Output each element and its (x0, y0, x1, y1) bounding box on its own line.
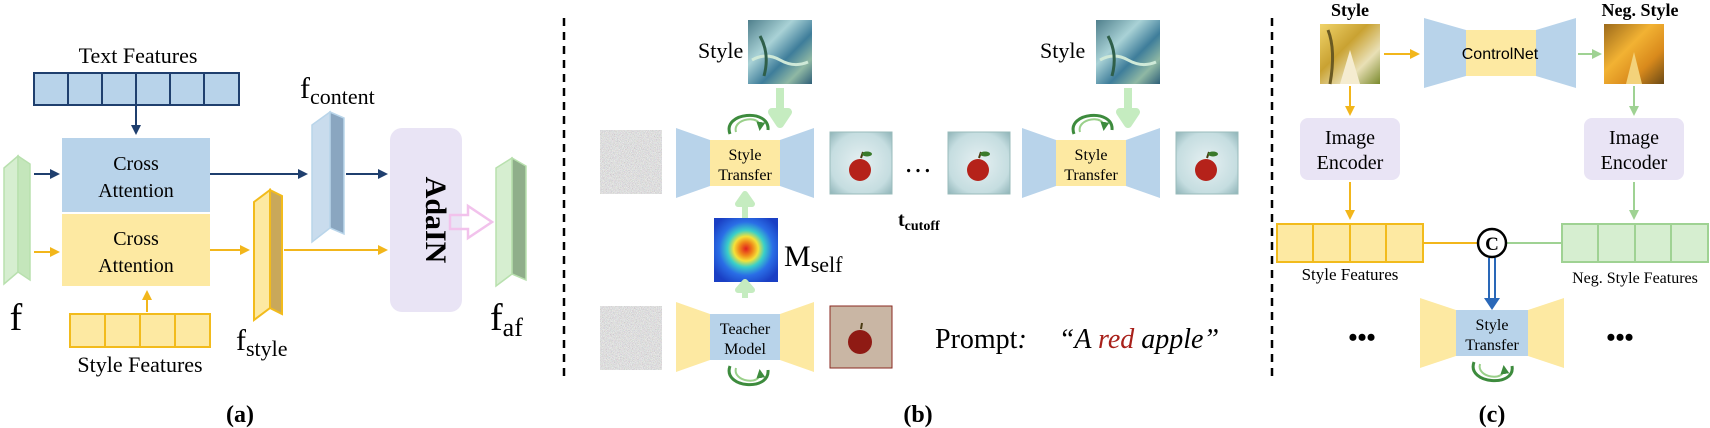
ellipsis-b: … (904, 148, 932, 179)
pink-arrow (448, 203, 495, 241)
neg-style-features-label: Neg. Style Features (1572, 270, 1698, 287)
f-style-block (253, 188, 283, 322)
f-content-block (311, 110, 345, 244)
style-image-1 (748, 20, 812, 84)
loop-arrow-st-c-inner (1478, 363, 1510, 378)
style-label-1: Style (698, 38, 743, 63)
apple-painting-3 (1175, 131, 1239, 195)
panel-c: Style ControlNet Neg. Style Image Encode… (1276, 0, 1709, 428)
loop-arrow-st1-inner (734, 118, 766, 133)
loop-arrow-teacher (727, 365, 770, 386)
loop-arrow-st-c (1471, 361, 1514, 382)
apple-photo (829, 305, 893, 369)
cross-attention-top-line2: Attention (98, 180, 174, 202)
f-content-label: fcontent (300, 72, 375, 109)
controlnet: ControlNet (1424, 18, 1576, 88)
style-transfer-2-line2: Transfer (1064, 167, 1118, 184)
apple-painting-2 (947, 131, 1011, 195)
cross-attention-top: Cross Attention (62, 138, 210, 212)
adain-label: AdaIN (419, 177, 452, 264)
panel-b: Style Style Transfer … (600, 20, 1239, 428)
f-feature-block (3, 154, 31, 286)
panel-a: Text Features Cross Attention Cross Atte… (3, 43, 527, 428)
style-transfer-c-line2: Transfer (1465, 337, 1519, 354)
controlnet-label: ControlNet (1462, 46, 1539, 63)
image-encoder-right: Image Encoder (1584, 118, 1684, 180)
f-style-label: fstyle (236, 324, 288, 361)
style-label-2: Style (1040, 38, 1085, 63)
concat-label: C (1485, 234, 1499, 255)
style-transfer-c: Style Transfer (1420, 298, 1564, 368)
caption-c: (c) (1479, 402, 1506, 428)
text-features-label: Text Features (79, 43, 198, 68)
style-features-bar (69, 313, 211, 348)
cross-attention-top-line1: Cross (113, 153, 159, 175)
teacher-model: Teacher Model (676, 302, 814, 372)
prompt-text: Prompt:“A red apple” (935, 324, 1219, 355)
style-transfer-c-line1: Style (1476, 317, 1509, 334)
caption-b: (b) (903, 402, 932, 428)
neg-style-title: Neg. Style (1602, 0, 1679, 20)
style-down-arrow-2 (1116, 88, 1140, 128)
image-encoder-left: Image Encoder (1300, 118, 1400, 180)
f-af-label: faf (490, 297, 523, 342)
m-self-label: Mself (784, 240, 843, 277)
neg-style-image (1604, 24, 1664, 84)
style-transfer-1-line1: Style (729, 147, 762, 164)
image-encoder-right-line1: Image (1609, 127, 1659, 149)
f-af-block (495, 156, 527, 288)
image-encoder-right-line2: Encoder (1601, 152, 1668, 174)
ellipsis-c-right: ••• (1606, 323, 1633, 352)
teacher-model-line1: Teacher (720, 321, 771, 338)
f-label: f (10, 297, 23, 339)
cross-attention-bottom-line1: Cross (113, 228, 159, 250)
style-image-c (1320, 24, 1380, 85)
adain-block: AdaIN (390, 128, 462, 312)
teacher-model-line2: Model (724, 341, 766, 358)
teacher-up-arrow (735, 279, 755, 298)
style-features-label: Style Features (77, 352, 202, 377)
concat-down-arrow (1484, 258, 1500, 310)
style-transfer-1: Style Transfer (676, 128, 814, 198)
neg-style-features (1561, 223, 1709, 263)
t-cutoff-label: tcutoff (898, 209, 940, 234)
style-title: Style (1331, 0, 1369, 20)
style-image-2 (1096, 20, 1160, 84)
image-encoder-left-line2: Encoder (1317, 152, 1384, 174)
style-features-c-label: Style Features (1302, 265, 1399, 284)
loop-arrow-st1 (727, 114, 770, 135)
style-transfer-2: Style Transfer (1022, 128, 1160, 198)
cross-attention-bottom-line2: Attention (98, 255, 174, 277)
m-self-heatmap (714, 218, 778, 282)
mself-up-arrow (735, 191, 755, 222)
style-transfer-1-line2: Transfer (718, 167, 772, 184)
concat-node: C (1476, 227, 1508, 259)
style-down-arrow-1 (768, 88, 792, 128)
noise-image-1 (600, 130, 662, 194)
loop-arrow-st2-inner (1078, 118, 1110, 133)
ellipsis-c-left: ••• (1348, 323, 1375, 352)
loop-arrow-st2 (1071, 114, 1114, 135)
style-transfer-2-line1: Style (1075, 147, 1108, 164)
text-features-bar (33, 72, 240, 106)
style-features-c (1276, 223, 1424, 263)
caption-a: (a) (226, 402, 254, 428)
noise-image-2 (600, 306, 662, 370)
image-encoder-left-line1: Image (1325, 127, 1375, 149)
cross-attention-bottom: Cross Attention (62, 214, 210, 286)
loop-arrow-teacher-inner (734, 367, 766, 382)
apple-painting-1 (829, 131, 893, 195)
